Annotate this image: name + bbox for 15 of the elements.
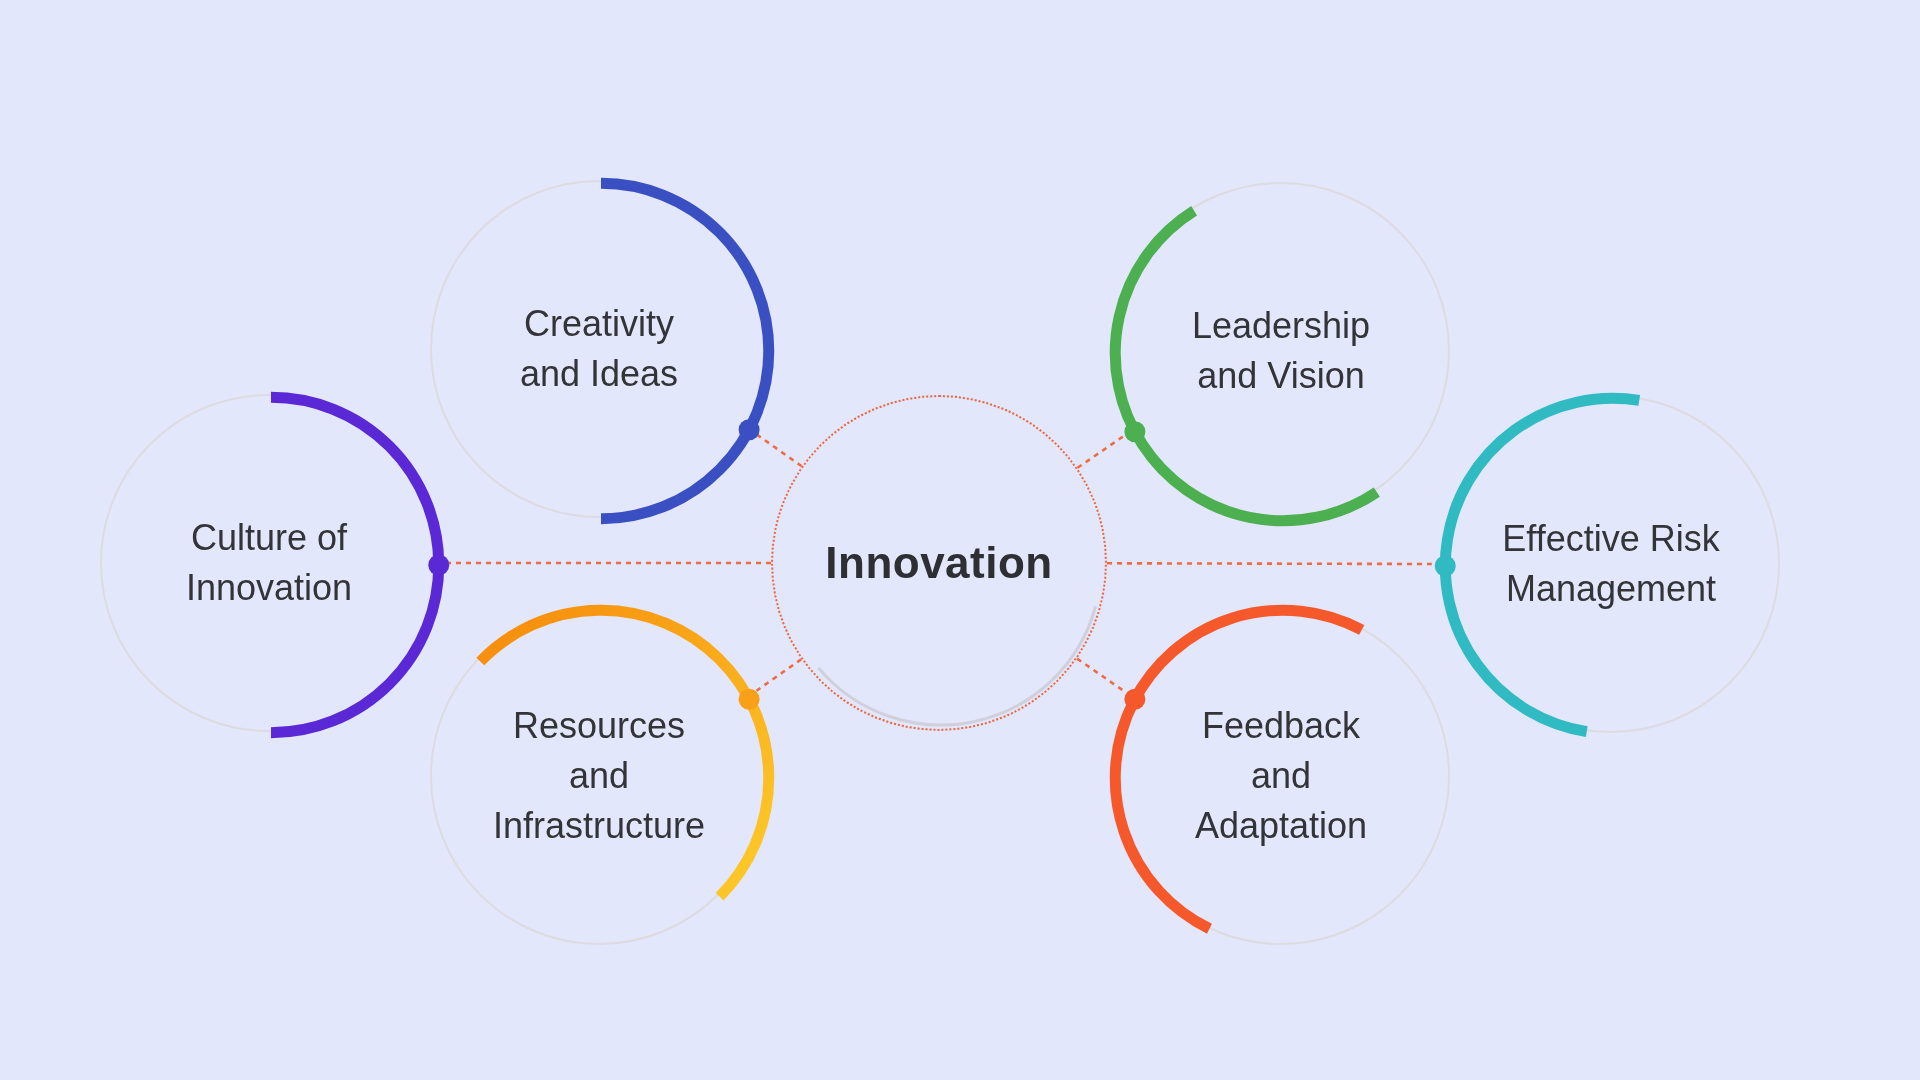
circle-node [1112, 607, 1450, 945]
node-label: Leadership and Vision [1190, 304, 1372, 398]
node-label: Creativity and Ideas [518, 302, 680, 396]
dashed-connector [448, 561, 771, 565]
node-label: Culture of Innovation [184, 516, 354, 610]
node-label: Resources and Infrastructure [491, 704, 707, 848]
dashed-connector [1076, 657, 1125, 692]
dashed-connector [755, 433, 803, 468]
node-label: Feedback and Adaptation [1193, 704, 1369, 848]
dashed-connector [1107, 562, 1432, 566]
node-label: Effective Risk Management [1501, 517, 1721, 611]
hub-label: Innovation [824, 538, 1054, 588]
hub-circle [771, 395, 1107, 731]
dashed-connector [755, 658, 803, 692]
dashed-connector [1076, 435, 1125, 469]
